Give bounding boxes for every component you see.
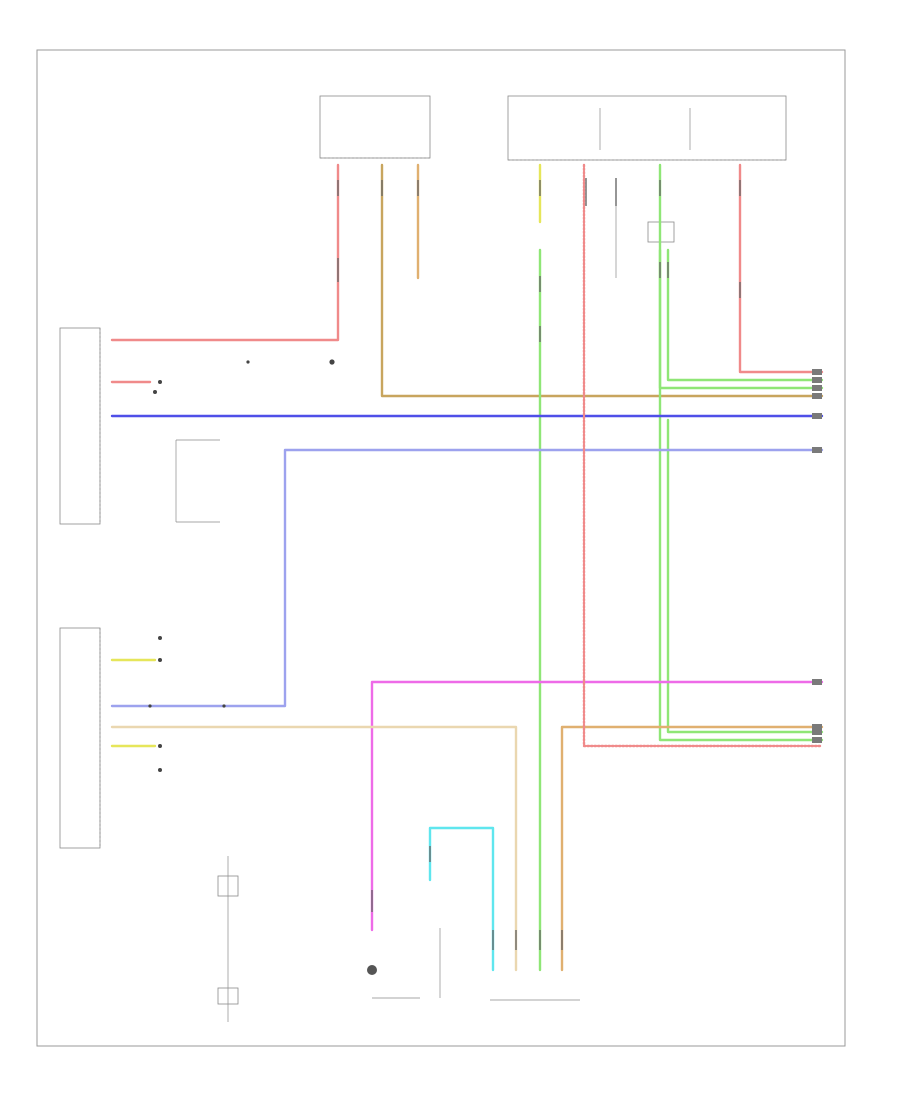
- switch-block: [175, 439, 220, 523]
- wire-green-right-c: [658, 248, 824, 390]
- diagram-frame: [36, 49, 846, 1047]
- left-module-upper: [59, 327, 101, 525]
- top-left-module: [319, 95, 431, 159]
- wire-lightblue: [110, 448, 824, 708]
- top-right-module: [507, 95, 787, 161]
- left-module-lower: [59, 627, 101, 849]
- wire-green-right-b: [666, 248, 824, 382]
- wires: [110, 163, 824, 972]
- wire-red-left: [110, 163, 340, 342]
- wire-red-right: [738, 163, 824, 374]
- wire-cyan: [428, 826, 495, 972]
- wire-pink-dotted: [582, 163, 824, 748]
- connector-marks: [337, 178, 741, 950]
- right-terminals: [812, 369, 822, 743]
- terminal-dots: [148, 359, 335, 772]
- bottom-center-component: [372, 928, 580, 1001]
- wire-magenta: [370, 680, 824, 932]
- ground-point-icon: [367, 965, 377, 975]
- wire-orange-bottom: [560, 725, 824, 972]
- wire-pale-left: [110, 725, 518, 972]
- bottom-left-component: [217, 856, 239, 1022]
- wire-green-right-d: [666, 418, 824, 734]
- wire-tan-top: [380, 163, 824, 398]
